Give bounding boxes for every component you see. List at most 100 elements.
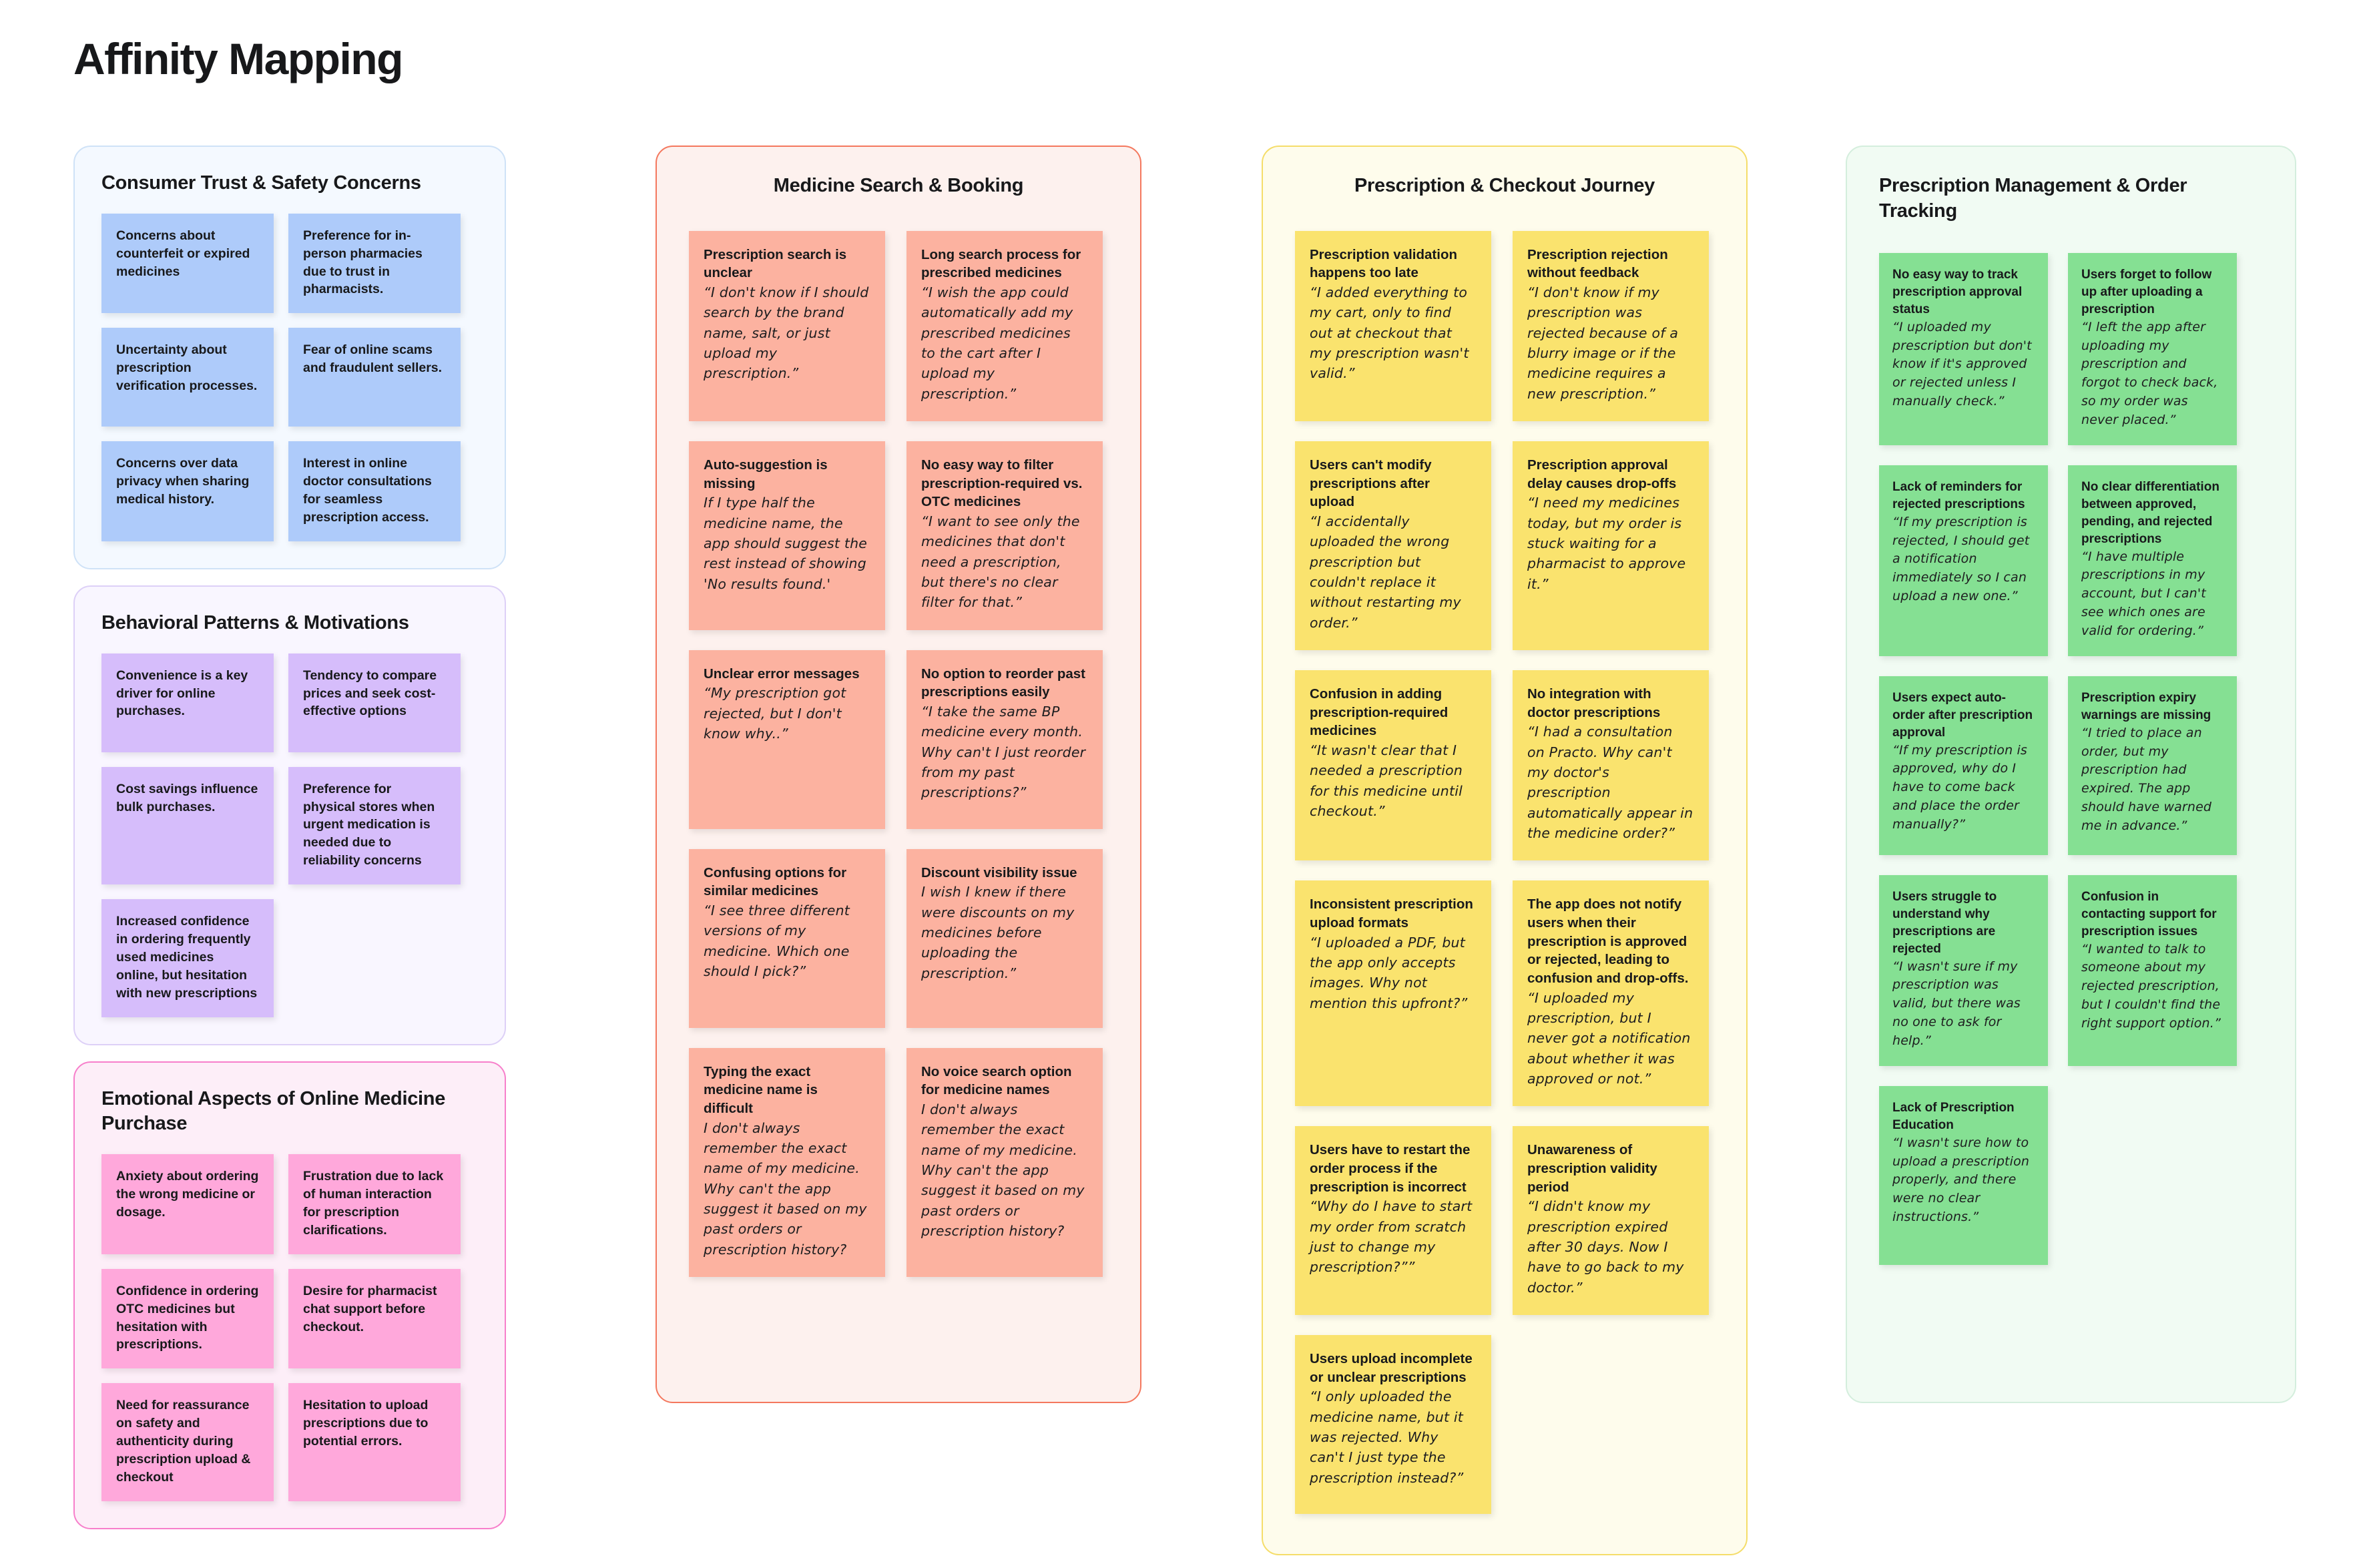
card-quote: “I left the app after uploading my presc… — [2081, 319, 2218, 427]
card-title: Confusion in contacting support for pres… — [2081, 890, 2217, 939]
card-title: Users struggle to understand why prescri… — [1892, 890, 1997, 956]
card-title: No easy way to track prescription approv… — [1892, 268, 2023, 317]
sticky-card[interactable]: Increased confidence in ordering frequen… — [101, 899, 274, 1017]
sticky-card[interactable]: Prescription expiry warnings are missing… — [2068, 676, 2237, 856]
card-title: Discount visibility issue — [921, 864, 1077, 880]
sticky-card[interactable]: Typing the exact medicine name is diffic… — [689, 1047, 885, 1277]
sticky-card[interactable]: Prescription rejection without feedback … — [1513, 230, 1709, 421]
card-quote: “I added everything to my cart, only to … — [1310, 284, 1469, 382]
card-list: No easy way to track prescription approv… — [1879, 253, 2263, 1266]
sticky-card[interactable]: Auto-suggestion is missing If I type hal… — [689, 441, 885, 630]
card-title: Users have to restart the order process … — [1310, 1142, 1471, 1195]
sticky-card[interactable]: Prescription search is unclear “I don't … — [689, 230, 885, 421]
sticky-card[interactable]: Unawareness of prescription validity per… — [1513, 1126, 1709, 1315]
sticky-card[interactable]: Desire for pharmacist chat support befor… — [288, 1268, 461, 1369]
sticky-card[interactable]: Confusion in adding prescription-require… — [1295, 670, 1491, 861]
sticky-card[interactable]: Concerns over data privacy when sharing … — [101, 441, 274, 541]
card-title: Anxiety about ordering the wrong medicin… — [116, 1169, 259, 1220]
card-quote: “I tried to place an order, but my presc… — [2081, 725, 2212, 833]
sticky-card[interactable]: Inconsistent prescription upload formats… — [1295, 880, 1491, 1107]
sticky-card[interactable]: Lack of Prescription Education “I wasn't… — [1879, 1086, 2048, 1266]
sticky-card[interactable]: Preference for physical stores when urge… — [288, 766, 461, 885]
sticky-card[interactable]: Long search process for prescribed medic… — [906, 230, 1103, 421]
sticky-card[interactable]: No option to reorder past prescriptions … — [906, 649, 1103, 829]
sticky-card[interactable]: No voice search option for medicine name… — [906, 1047, 1103, 1277]
sticky-card[interactable]: Users have to restart the order process … — [1295, 1126, 1491, 1315]
sticky-card[interactable]: Confusion in contacting support for pres… — [2068, 875, 2237, 1067]
card-quote: “I uploaded my prescription, but I never… — [1527, 989, 1691, 1087]
sticky-card[interactable]: No clear differentiation between approve… — [2068, 465, 2237, 657]
card-quote: “I wasn't sure how to upload a prescript… — [1892, 1135, 2030, 1224]
group-behavioral-patterns: Behavioral Patterns & Motivations Conven… — [73, 585, 506, 1045]
card-title: Prescription rejection without feedback — [1527, 246, 1668, 281]
card-title: Lack of reminders for rejected prescript… — [1892, 480, 2025, 512]
sticky-card[interactable]: Need for reassurance on safety and authe… — [101, 1383, 274, 1501]
card-title: Prescription expiry warnings are missing — [2081, 691, 2211, 723]
sticky-card[interactable]: Users can't modify prescriptions after u… — [1295, 441, 1491, 650]
group-title: Emotional Aspects of Online Medicine Pur… — [101, 1087, 446, 1135]
sticky-card[interactable]: Hesitation to upload prescriptions due t… — [288, 1383, 461, 1501]
page-title: Affinity Mapping — [73, 34, 403, 83]
card-quote: “I wasn't sure if my prescription was va… — [1892, 959, 2021, 1048]
sticky-card[interactable]: Confidence in ordering OTC medicines but… — [101, 1268, 274, 1369]
sticky-card[interactable]: No integration with doctor prescriptions… — [1513, 670, 1709, 861]
card-quote: “My prescription got rejected, but I don… — [704, 685, 846, 742]
card-quote: “I have multiple prescriptions in my acc… — [2081, 549, 2206, 638]
card-quote: “If my prescription is approved, why do … — [1892, 742, 2027, 832]
card-title: Prescription search is unclear — [704, 246, 847, 281]
sticky-card[interactable]: Tendency to compare prices and seek cost… — [288, 653, 461, 752]
card-quote: “It wasn't clear that I needed a prescri… — [1310, 742, 1463, 819]
card-title: No integration with doctor prescriptions — [1527, 686, 1661, 720]
card-quote: I don't always remember the exact name o… — [921, 1101, 1085, 1239]
column-prescription-management: Prescription Management & Order Tracking… — [1846, 146, 2296, 1419]
sticky-card[interactable]: Unclear error messages “My prescription … — [689, 649, 885, 829]
sticky-card[interactable]: Users forget to follow up after uploadin… — [2068, 253, 2237, 446]
card-list: Convenience is a key driver for online p… — [101, 653, 478, 1017]
sticky-card[interactable]: Prescription approval delay causes drop-… — [1513, 441, 1709, 650]
sticky-card[interactable]: Frustration due to lack of human interac… — [288, 1154, 461, 1254]
sticky-card[interactable]: Preference for in-person pharmacies due … — [288, 213, 461, 314]
group-title: Medicine Search & Booking — [773, 175, 1024, 196]
sticky-card[interactable]: Users expect auto-order after prescripti… — [1879, 676, 2048, 856]
card-title: Users can't modify prescriptions after u… — [1310, 457, 1432, 510]
card-title: Long search process for prescribed medic… — [921, 246, 1081, 281]
sticky-card[interactable]: Interest in online doctor consultations … — [288, 441, 461, 541]
group-title: Prescription Management & Order Tracking — [1879, 175, 2187, 222]
card-title: Users expect auto-order after prescripti… — [1892, 691, 2033, 740]
card-quote: “I don't know if I should search by the … — [704, 284, 869, 382]
card-title: Users upload incomplete or unclear presc… — [1310, 1350, 1473, 1385]
sticky-card[interactable]: Anxiety about ordering the wrong medicin… — [101, 1154, 274, 1254]
sticky-card[interactable]: Uncertainty about prescription verificat… — [101, 328, 274, 427]
group-emotional-aspects: Emotional Aspects of Online Medicine Pur… — [73, 1061, 506, 1529]
card-title: Tendency to compare prices and seek cost… — [303, 668, 437, 719]
card-title: Users forget to follow up after uploadin… — [2081, 268, 2212, 317]
card-title: Preference for physical stores when urge… — [303, 781, 435, 868]
card-title: Concerns over data privacy when sharing … — [116, 456, 250, 507]
card-quote: “I only uploaded the medicine name, but … — [1310, 1388, 1464, 1486]
sticky-card[interactable]: The app does not notify users when their… — [1513, 880, 1709, 1107]
group-prescription-management-order-tracking: Prescription Management & Order Tracking… — [1846, 146, 2296, 1403]
card-list: Concerns about counterfeit or expired me… — [101, 213, 478, 541]
sticky-card[interactable]: No easy way to filter prescription-requi… — [906, 441, 1103, 630]
sticky-card[interactable]: Lack of reminders for rejected prescript… — [1879, 465, 2048, 657]
sticky-card[interactable]: Prescription validation happens too late… — [1295, 230, 1491, 421]
card-title: Frustration due to lack of human interac… — [303, 1169, 444, 1238]
sticky-card[interactable]: Concerns about counterfeit or expired me… — [101, 213, 274, 314]
sticky-card[interactable]: Confusing options for similar medicines … — [689, 848, 885, 1028]
card-quote: “I had a consultation on Practo. Why can… — [1527, 724, 1693, 841]
card-title: No voice search option for medicine name… — [921, 1063, 1072, 1098]
group-title: Behavioral Patterns & Motivations — [101, 611, 409, 633]
sticky-card[interactable]: Fear of online scams and fraudulent sell… — [288, 328, 461, 427]
sticky-card[interactable]: Users struggle to understand why prescri… — [1879, 875, 2048, 1067]
sticky-card[interactable]: Convenience is a key driver for online p… — [101, 653, 274, 752]
card-title: Convenience is a key driver for online p… — [116, 668, 248, 719]
sticky-card[interactable]: No easy way to track prescription approv… — [1879, 253, 2048, 446]
sticky-card[interactable]: Cost savings influence bulk purchases. — [101, 766, 274, 885]
group-consumer-trust-safety: Consumer Trust & Safety Concerns Concern… — [73, 146, 506, 569]
card-list: Prescription validation happens too late… — [1295, 230, 1714, 1514]
card-quote: “Why do I have to start my order from sc… — [1310, 1198, 1473, 1276]
sticky-card[interactable]: Discount visibility issue I wish I knew … — [906, 848, 1103, 1028]
group-prescription-checkout-journey: Prescription & Checkout Journey Prescrip… — [1262, 146, 1748, 1555]
sticky-card[interactable]: Users upload incomplete or unclear presc… — [1295, 1334, 1491, 1514]
column-medicine-search: Medicine Search & Booking Prescription s… — [655, 146, 1141, 1419]
